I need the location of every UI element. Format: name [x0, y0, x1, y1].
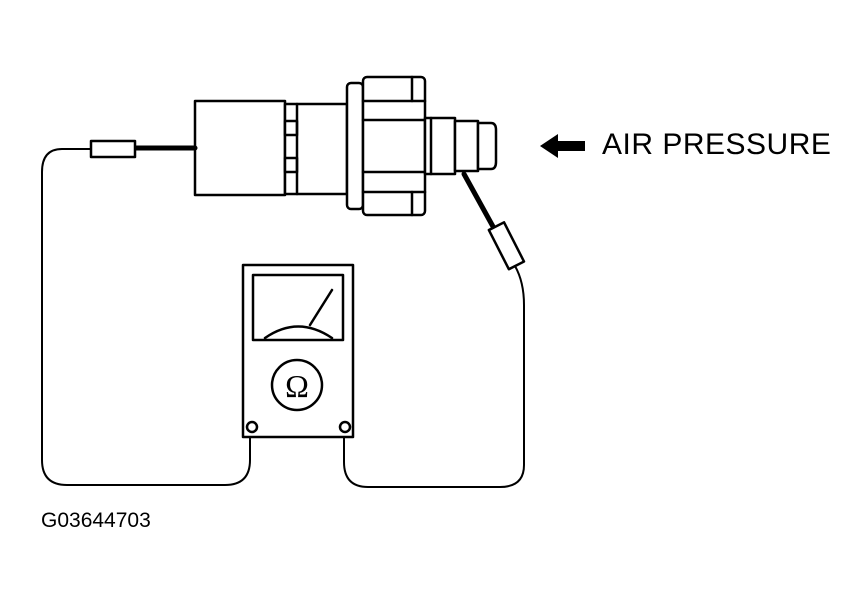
air-pressure-label: AIR PRESSURE — [602, 128, 832, 161]
ohmmeter-scale-arc — [263, 325, 334, 340]
left-lead-probe — [89, 139, 137, 159]
barrel-slot-upper — [283, 119, 299, 137]
switch-fitting — [423, 116, 457, 176]
ohmmeter-positive-terminal — [338, 420, 352, 434]
pressure-switch — [193, 75, 498, 217]
ohmmeter-needle — [308, 288, 334, 327]
ohmmeter-negative-terminal — [245, 420, 259, 434]
ohmmeter-dial — [270, 358, 324, 412]
barrel-slot-lower — [283, 156, 299, 174]
switch-hex-nut — [361, 75, 427, 217]
ohmmeter — [241, 263, 355, 439]
switch-barrel — [283, 102, 349, 196]
switch-fitting-tip — [453, 119, 480, 173]
right-test-lead — [343, 171, 526, 488]
air-pressure-arrow-icon — [540, 134, 585, 158]
figure-id: G03644703 — [41, 509, 151, 532]
switch-connector-body — [193, 99, 287, 197]
ohmmeter-display — [251, 273, 345, 342]
left-test-lead — [41, 139, 251, 486]
ohmmeter-symbol: Ω — [285, 368, 309, 404]
switch-flange — [345, 81, 365, 211]
switch-fitting-end — [476, 121, 498, 171]
right-lead-probe — [487, 221, 526, 271]
